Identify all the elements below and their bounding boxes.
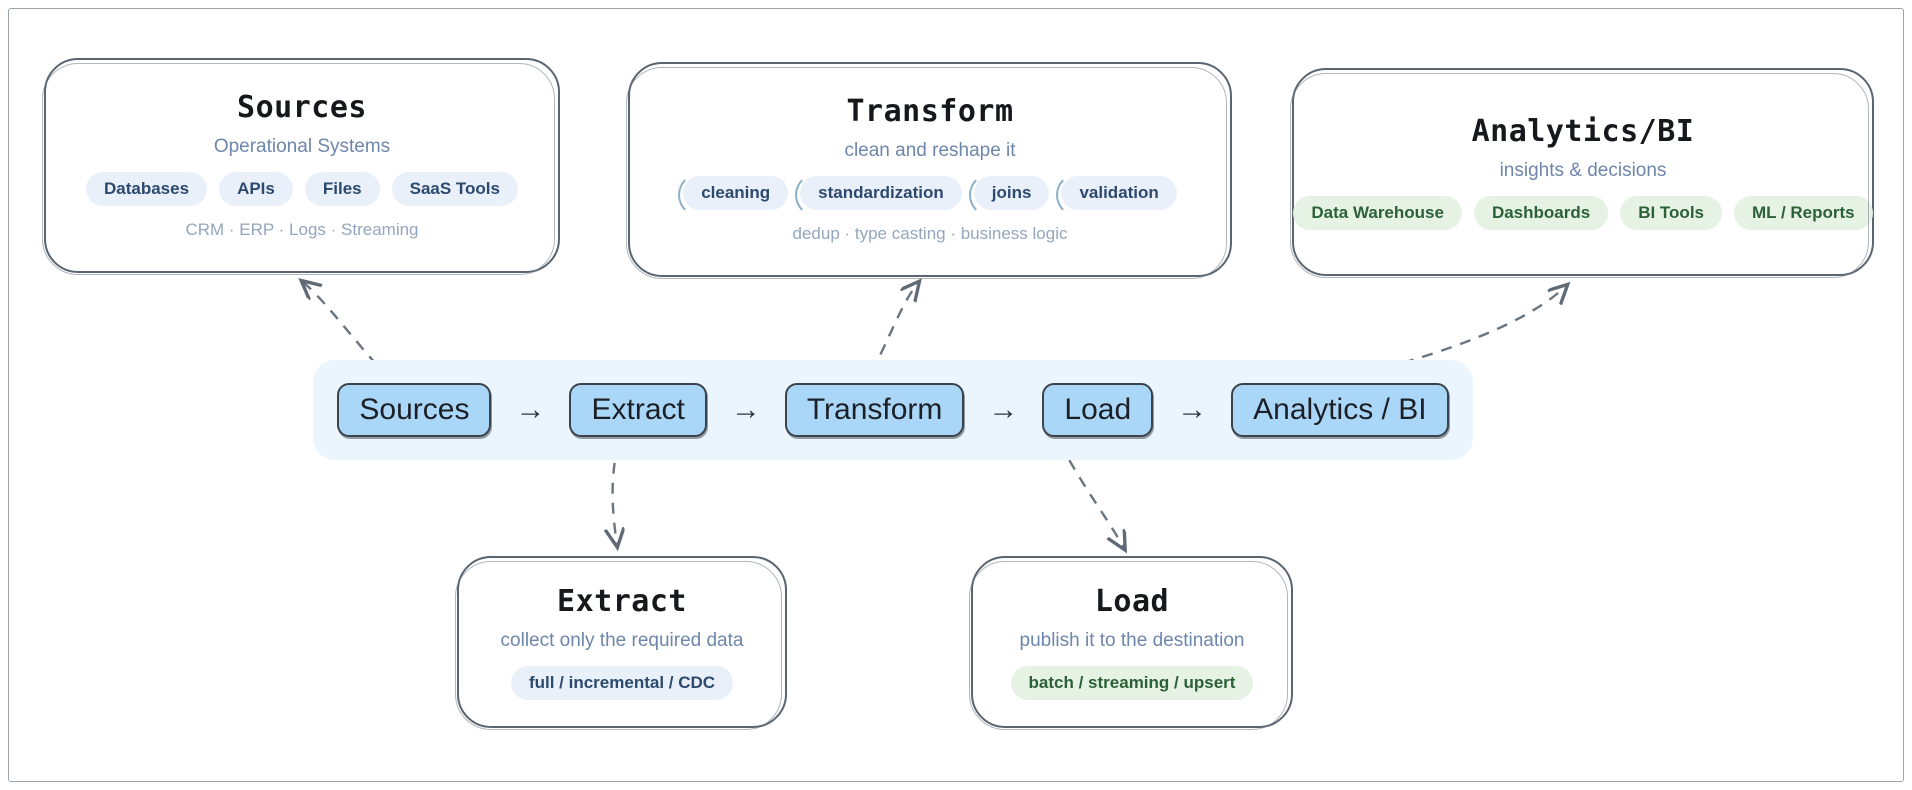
chip-ml-reports[interactable]: ML / Reports [1734,195,1873,230]
card-sources-title: Sources [237,90,367,125]
chip-databases[interactable]: Databases [86,172,208,206]
chip-joins[interactable]: joins [968,173,1050,217]
card-load-title: Load [1094,583,1170,619]
pipeline-arrow-4: → [1177,393,1208,426]
card-analytics-subtitle: insights & decisions [1499,159,1667,181]
card-extract-subtitle: collect only the required data [500,629,744,651]
card-transform-footnote: dedup · type casting · business logic [792,224,1068,243]
chip-saas-tools[interactable]: SaaS Tools [391,172,518,206]
chip-cleaning[interactable]: cleaning [678,173,789,217]
pipeline-node-load[interactable]: Load [1042,383,1154,437]
pipeline-arrow-3: → [988,393,1019,426]
card-extract[interactable]: Extract collect only the required data f… [455,556,787,730]
card-analytics-title: Analytics/BI [1471,113,1695,149]
chip-files[interactable]: Files [304,172,380,206]
chip-standardization[interactable]: standardization [795,173,962,217]
card-extract-title: Extract [557,583,687,619]
card-sources-chips: Databases APIs Files SaaS Tools [86,172,518,206]
pipeline-node-transform[interactable]: Transform [784,383,965,437]
chip-bi-tools[interactable]: BI Tools [1620,195,1722,230]
chip-data-warehouse[interactable]: Data Warehouse [1293,195,1462,230]
pipeline-node-sources[interactable]: Sources [337,383,492,437]
pipeline-strip: Sources → Extract → Transform → Load → A… [313,360,1473,460]
card-sources-footnote: CRM · ERP · Logs · Streaming [185,220,419,239]
card-analytics-chips: Data Warehouse Dashboards BI Tools ML / … [1293,195,1873,230]
card-extract-chips: full / incremental / CDC [510,665,734,700]
card-analytics[interactable]: Analytics/BI insights & decisions Data W… [1290,68,1874,278]
card-load[interactable]: Load publish it to the destination batch… [969,556,1293,730]
card-load-chips: batch / streaming / upsert [1010,665,1254,700]
card-transform-chips: cleaning standardization joins validatio… [678,173,1177,217]
card-transform-subtitle: clean and reshape it [844,140,1016,161]
card-transform[interactable]: Transform clean and reshape it cleaning … [626,62,1232,279]
chip-apis[interactable]: APIs [219,172,293,206]
chip-validation[interactable]: validation [1056,173,1177,217]
pipeline-node-analytics-bi[interactable]: Analytics / BI [1231,383,1449,437]
pipeline-arrow-1: → [515,393,546,426]
card-sources-subtitle: Operational Systems [213,136,391,157]
chip-dashboards[interactable]: Dashboards [1473,195,1609,230]
chip-full-incremental-cdc[interactable]: full / incremental / CDC [510,665,734,700]
card-sources[interactable]: Sources Operational Systems Databases AP… [42,58,560,275]
card-load-subtitle: publish it to the destination [1019,629,1245,651]
card-transform-title: Transform [846,94,1014,129]
chip-batch-streaming-upsert[interactable]: batch / streaming / upsert [1010,665,1254,700]
pipeline-arrow-2: → [730,393,761,426]
pipeline-node-extract[interactable]: Extract [569,383,707,437]
